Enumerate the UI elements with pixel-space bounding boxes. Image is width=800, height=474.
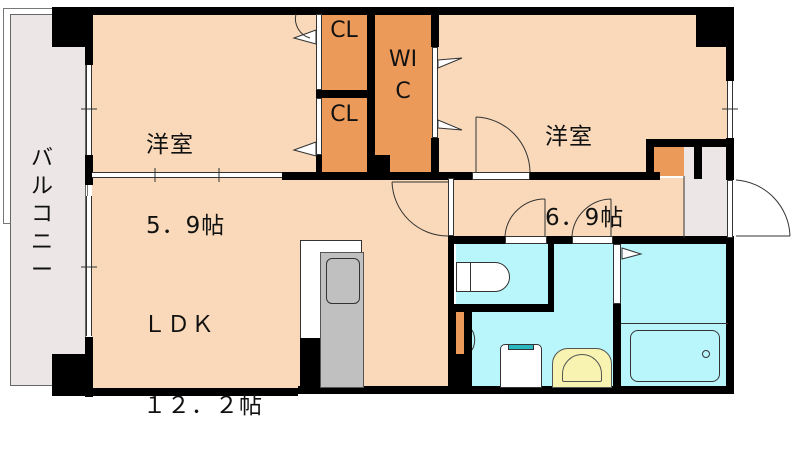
entrance — [684, 146, 730, 238]
wash-shelf — [456, 312, 464, 354]
wall-horizontal-mid — [282, 172, 472, 180]
wall-right-mid — [726, 138, 734, 180]
bathtub-icon — [630, 330, 720, 382]
door-arc-wash-small — [471, 329, 476, 351]
door-opening-wash[interactable] — [572, 236, 613, 244]
wall-bath-left — [613, 304, 621, 394]
room-name: 洋室 — [545, 124, 593, 150]
western-room-1 — [92, 14, 320, 174]
wall-cl-wic — [367, 7, 375, 177]
door-opening-bath[interactable] — [613, 244, 621, 304]
wall-toilet-right — [548, 236, 554, 310]
door-arc-toilet — [504, 198, 546, 237]
wall-left-mid — [85, 155, 93, 185]
bathroom — [620, 244, 728, 392]
wall-right-upper — [726, 7, 734, 81]
door-arc-cl — [294, 13, 311, 39]
window-left-room1[interactable] — [86, 65, 92, 155]
ldk-label: ＬＤＫ １２．２帖 — [143, 258, 263, 474]
closet-2-label: CL — [330, 102, 358, 127]
wall-wic-right-top — [431, 7, 439, 47]
ldk — [92, 178, 452, 388]
door-swings — [81, 13, 791, 351]
wall-bottom-2 — [298, 386, 734, 394]
wic-label: WIC — [388, 47, 418, 104]
door-opening-ldk[interactable] — [448, 178, 454, 236]
room-size: 5．9帖 — [146, 213, 226, 239]
kitchen-counter-base — [300, 338, 322, 388]
wall-shoe-right — [694, 139, 702, 179]
window-left-ldk[interactable] — [86, 196, 92, 336]
closet-door-wic[interactable] — [432, 47, 438, 138]
closet-1 — [320, 14, 370, 90]
front-door-opening[interactable] — [727, 180, 733, 238]
room-name: ＬＤＫ — [143, 312, 215, 338]
wall-cl-left — [316, 155, 322, 175]
hallway — [452, 178, 684, 238]
wall-wic-foot — [372, 155, 390, 175]
bathtub-drain-icon — [702, 350, 710, 358]
wall-shoe-left — [646, 139, 654, 179]
door-arc-room2 — [475, 116, 531, 173]
kitchen-counter — [320, 252, 364, 388]
room-size: １２．２帖 — [143, 393, 263, 419]
front-door-arc — [735, 179, 791, 237]
room-name: 洋室 — [146, 132, 194, 158]
wall-shoe-top — [646, 139, 734, 147]
washing-machine-lid — [508, 344, 534, 350]
sliding-door-room1-ldk[interactable] — [92, 172, 282, 178]
closet-door-cl2[interactable] — [316, 98, 322, 155]
kitchen-sink-icon — [326, 258, 360, 304]
wall-horizontal-mid-2 — [530, 172, 660, 180]
floor-plan: 洋室 5．9帖 洋室 6．9帖 ＬＤＫ １２．２帖 CL CL WIC バルコニ… — [3, 7, 791, 419]
room-size: 6．9帖 — [545, 205, 625, 231]
closet-door-cl1[interactable] — [316, 14, 322, 90]
bath-divider — [621, 323, 728, 324]
wall-right-lower — [726, 238, 734, 394]
wall-cl-mid — [316, 90, 372, 98]
wall-toilet-bottom — [448, 304, 554, 312]
closet-1-label: CL — [330, 18, 358, 43]
western-room-2-label: 洋室 6．9帖 — [545, 70, 624, 286]
door-arc-wash — [571, 198, 612, 237]
washing-machine-icon — [500, 344, 542, 388]
walk-in-closet — [374, 14, 434, 174]
wall-left-upper — [85, 7, 93, 65]
wall-bottom — [52, 388, 298, 396]
wall-wic-right-bottom — [431, 138, 439, 176]
western-room-1-label: 洋室 5．9帖 — [146, 78, 225, 294]
closet-door-triangle-icons — [292, 29, 643, 260]
wall-top — [52, 7, 732, 15]
balcony-label: バルコニー — [30, 146, 53, 283]
door-opening-toilet[interactable] — [505, 236, 547, 244]
balcony-floor — [10, 14, 86, 386]
closet-2 — [320, 98, 370, 174]
door-opening-room2[interactable] — [472, 172, 530, 180]
toilet-icon — [470, 262, 510, 292]
door-arc-ldk — [391, 181, 449, 237]
